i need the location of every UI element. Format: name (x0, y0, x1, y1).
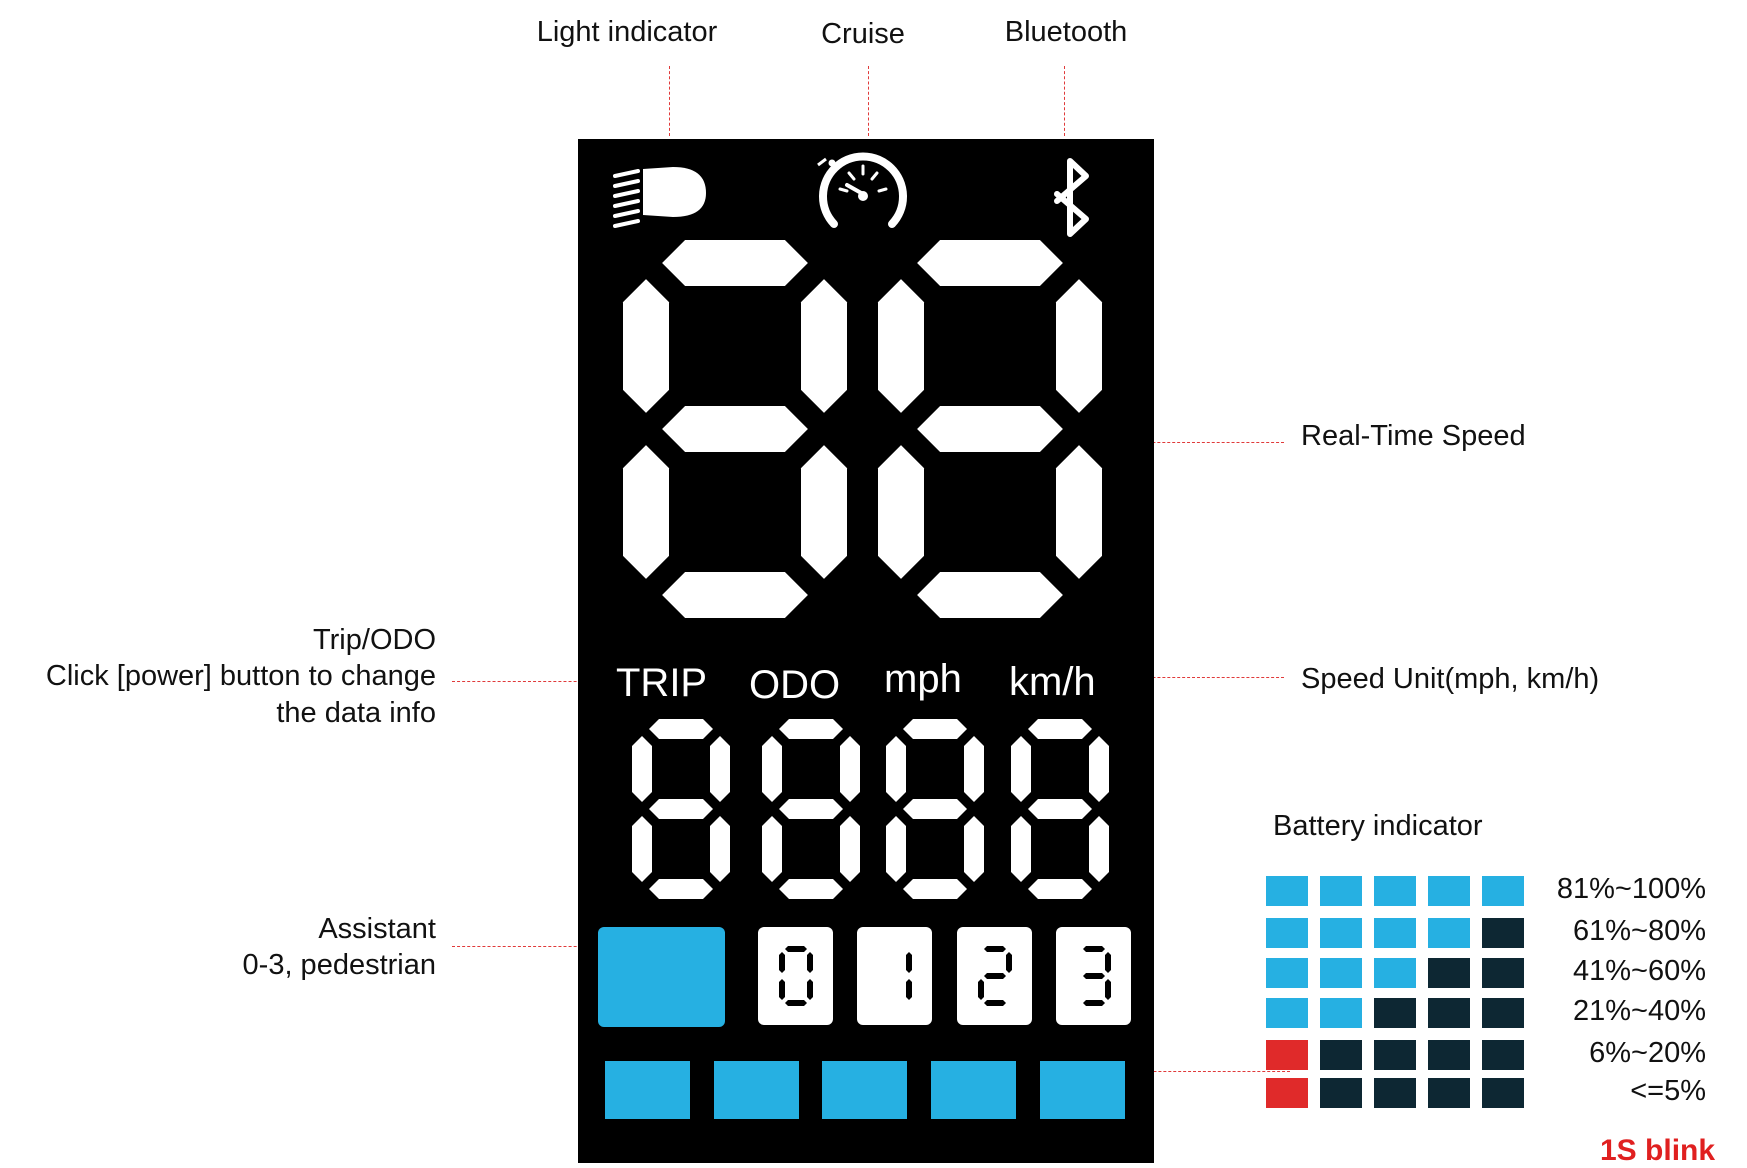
battery-cell (1428, 876, 1470, 906)
battery-bar-5 (1040, 1061, 1125, 1119)
battery-range-label: 6%~20% (1589, 1037, 1706, 1069)
trip-odo-line3: the data info (276, 696, 436, 729)
blink-note: 1S blink (1600, 1134, 1716, 1167)
battery-cell (1374, 998, 1416, 1028)
assist-level-1 (857, 927, 932, 1025)
battery-cell (1482, 876, 1524, 906)
battery-range-label: 81%~100% (1556, 873, 1706, 905)
lcd-segments (607, 152, 1109, 1028)
assist-level-0 (758, 927, 833, 1025)
battery-cell (1320, 918, 1362, 948)
leader-battery-bar (1104, 1071, 1290, 1072)
battery-cell (1428, 1040, 1470, 1070)
battery-cell (1482, 958, 1524, 988)
battery-range-label: 41%~60% (1572, 955, 1706, 987)
battery-cell (1374, 918, 1416, 948)
assist-level-2 (957, 927, 1032, 1025)
assistant-line2: 0-3, pedestrian (242, 949, 436, 982)
battery-cell (1266, 1078, 1308, 1108)
assist-level-3 (1056, 927, 1131, 1025)
bluetooth-icon (1054, 158, 1089, 237)
battery-bar-4 (931, 1061, 1016, 1119)
battery-cell (1482, 918, 1524, 948)
unit-kmh: km/h (1009, 660, 1096, 704)
speed-digits (623, 240, 1102, 618)
label-speed-unit: Speed Unit(mph, km/h) (1301, 663, 1600, 695)
battery-cell (1428, 958, 1470, 988)
trip-odo-title: Trip/ODO (313, 624, 436, 656)
battery-bar-2 (714, 1061, 799, 1119)
label-trip-odo: Trip/ODO Click [power] button to change … (0, 622, 436, 731)
battery-cell (1320, 998, 1362, 1028)
battery-range-label: 21%~40% (1572, 995, 1706, 1027)
headlight-icon (613, 167, 706, 228)
trip-digit-1 (632, 719, 730, 899)
battery-cell (1374, 1040, 1416, 1070)
battery-bar-1 (605, 1061, 690, 1119)
leader-cruise (868, 66, 869, 136)
leader-assistant (452, 946, 602, 947)
assist-level-numeral (1083, 946, 1111, 1006)
battery-cell (1428, 918, 1470, 948)
battery-cell (1266, 876, 1308, 906)
assistant-title: Assistant (318, 913, 436, 945)
trip-digit-3 (886, 719, 984, 899)
battery-bar-3 (822, 1061, 907, 1119)
leader-trip-odo (452, 681, 607, 682)
battery-cell (1482, 998, 1524, 1028)
battery-cell (1482, 1040, 1524, 1070)
battery-cell (1266, 1040, 1308, 1070)
trip-digit-2 (762, 719, 860, 899)
battery-cell (1482, 1078, 1524, 1108)
pedestrian-assist-box (598, 927, 725, 1027)
unit-odo: ODO (749, 663, 841, 707)
battery-cell (1320, 1078, 1362, 1108)
battery-cell (1374, 1078, 1416, 1108)
label-bluetooth: Bluetooth (1004, 16, 1128, 48)
leader-speed (1098, 442, 1284, 443)
lcd-display: TRIP ODO mph km/h (578, 139, 1154, 1163)
battery-cell (1266, 918, 1308, 948)
assist-level-numeral (906, 952, 912, 1000)
speedometer-icon (817, 152, 907, 228)
label-light-indicator: Light indicator (536, 16, 718, 48)
battery-range-label: <=5% (1630, 1075, 1706, 1107)
unit-trip: TRIP (616, 661, 708, 705)
label-real-time-speed: Real-Time Speed (1301, 420, 1526, 452)
trip-digit-4 (1011, 719, 1109, 899)
battery-cell (1374, 876, 1416, 906)
battery-cell (1428, 1078, 1470, 1108)
speed-digit-1 (623, 240, 847, 618)
assist-level-numeral (779, 946, 813, 1006)
battery-cell (1374, 958, 1416, 988)
battery-cell (1266, 998, 1308, 1028)
battery-cell (1428, 998, 1470, 1028)
battery-indicator-title: Battery indicator (1273, 810, 1483, 842)
label-cruise: Cruise (821, 18, 905, 50)
leader-unit (1108, 677, 1284, 678)
battery-range-label: 61%~80% (1572, 915, 1706, 947)
battery-cell (1320, 1040, 1362, 1070)
leader-bluetooth (1064, 66, 1065, 136)
battery-cell (1266, 958, 1308, 988)
unit-mph: mph (884, 657, 962, 701)
label-assistant: Assistant 0-3, pedestrian (0, 911, 436, 984)
leader-light (669, 66, 670, 136)
speed-digit-2 (878, 240, 1102, 618)
battery-cell (1320, 876, 1362, 906)
trip-digits (632, 719, 1109, 899)
assist-level-numeral (978, 946, 1012, 1006)
trip-odo-line2: Click [power] button to change (45, 660, 436, 693)
battery-cell (1320, 958, 1362, 988)
